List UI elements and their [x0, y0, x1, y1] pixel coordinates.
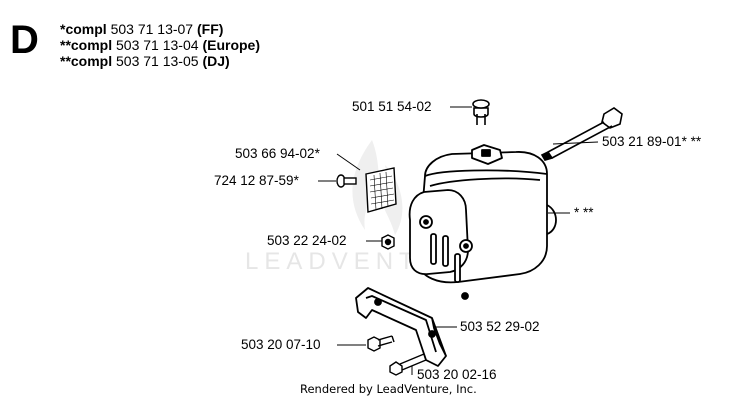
assembly-prefix: *compl	[60, 21, 107, 37]
assembly-prefix: **compl	[60, 37, 113, 53]
screw-bracket-part	[367, 335, 395, 352]
assembly-line: **compl 503 71 13-04 (Europe)	[60, 37, 260, 53]
assembly-number: 503 71 13-04	[116, 37, 199, 53]
section-letter: D	[10, 18, 39, 62]
gasket-part	[355, 287, 447, 367]
part-label-screen[interactable]: 503 66 94-02*	[235, 146, 320, 161]
part-label-muffler[interactable]: * **	[574, 205, 594, 220]
leader-screen	[336, 153, 361, 171]
bolt-long-part	[540, 107, 623, 161]
footer-credit: Rendered by LeadVenture, Inc.	[300, 382, 477, 396]
part-label-bolt-short[interactable]: 503 20 02-16	[417, 367, 497, 382]
leader-bolt-long	[552, 141, 599, 145]
bolt-short-part	[389, 353, 427, 376]
assembly-header: *compl 503 71 13-07 (FF) **compl 503 71 …	[60, 21, 260, 69]
muffler-part	[408, 144, 557, 300]
screen-part	[365, 167, 397, 213]
part-label-screw-bracket[interactable]: 503 20 07-10	[241, 337, 321, 352]
assembly-variant: (DJ)	[202, 53, 230, 69]
nut-part	[381, 234, 395, 250]
assembly-variant: (FF)	[197, 21, 224, 37]
part-label-nut[interactable]: 503 22 24-02	[267, 233, 347, 248]
assembly-number: 503 71 13-07	[110, 21, 194, 37]
part-label-screw-screen[interactable]: 724 12 87-59*	[214, 173, 299, 188]
assembly-line: *compl 503 71 13-07 (FF)	[60, 21, 260, 37]
screw-screen-part	[336, 174, 357, 188]
assembly-line: **compl 503 71 13-05 (DJ)	[60, 53, 260, 69]
cap-part	[472, 99, 490, 125]
assembly-variant: (Europe)	[202, 37, 260, 53]
assembly-prefix: **compl	[60, 53, 113, 69]
leader-lines	[318, 106, 599, 375]
part-label-bolt-long[interactable]: 503 21 89-01* **	[602, 134, 702, 149]
part-label-gasket[interactable]: 503 52 29-02	[460, 319, 540, 334]
part-label-cap[interactable]: 501 51 54-02	[352, 99, 432, 114]
assembly-number: 503 71 13-05	[116, 53, 199, 69]
